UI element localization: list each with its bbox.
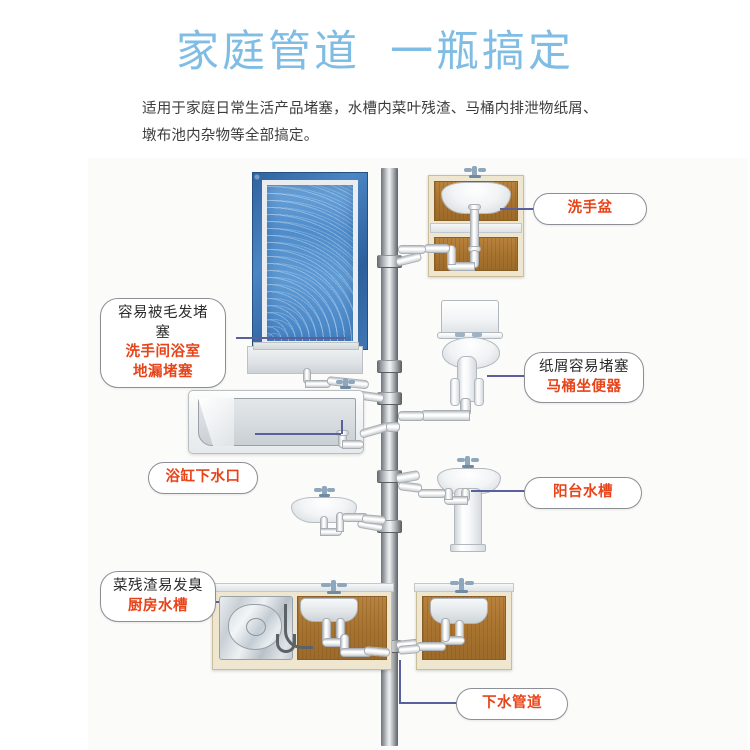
leader-line-bathtub-drop	[341, 420, 343, 434]
leader-line-floor-drain	[236, 337, 346, 339]
faucet-icon	[313, 486, 335, 497]
faucet-icon	[456, 456, 480, 468]
callout-floor-drain-line-3: 地漏堵塞	[133, 363, 193, 380]
subtitle-line-2: 墩布池内杂物等全部搞定。	[142, 127, 319, 144]
stack-collar	[377, 360, 402, 373]
callout-toilet[interactable]: 纸屑容易堵塞 马桶坐便器	[524, 352, 644, 404]
callout-washbasin-line-1: 洗手盆	[567, 200, 613, 216]
callout-kitchen-sink-line-2: 厨房水槽	[128, 597, 188, 614]
leader-line-toilet	[487, 375, 525, 377]
subtitle-line-1: 适用于家庭日常生活产品堵塞，水槽内菜叶残渣、马桶内排泄物纸屑、	[142, 101, 598, 117]
callout-floor-drain-line-1: 容易被毛发堵塞	[118, 305, 208, 341]
page-subtitle: 适用于家庭日常生活产品堵塞，水槽内菜叶残渣、马桶内排泄物纸屑、 墩布池内杂物等全…	[142, 96, 622, 150]
callout-kitchen-sink[interactable]: 菜残渣易发臭 厨房水槽	[100, 571, 216, 623]
drain-hose-loop	[276, 634, 296, 653]
leader-line-washbasin	[500, 208, 534, 210]
callout-toilet-line-1: 纸屑容易堵塞	[539, 359, 629, 375]
drain-hose	[284, 604, 313, 649]
faucet-icon	[320, 580, 348, 594]
toilet-hinge-icon	[455, 332, 465, 337]
callout-kitchen-sink-line-1: 菜残渣易发臭	[113, 578, 203, 594]
leader-line-bathtub	[255, 433, 341, 435]
leader-line-balcony-sink	[471, 490, 525, 492]
callout-toilet-line-2: 马桶坐便器	[546, 378, 622, 395]
toilet-hinge-icon	[472, 332, 482, 337]
faucet-icon	[334, 378, 356, 390]
leader-line-drain-pipe-vert	[399, 660, 401, 704]
callout-bathtub-drain-line-1: 浴缸下水口	[165, 469, 241, 485]
sink-drain-icon	[246, 618, 266, 636]
callout-balcony-sink-line-1: 阳台水槽	[553, 484, 613, 500]
leader-line-drain-pipe	[400, 702, 458, 704]
callout-drain-pipe-line-1: 下水管道	[482, 695, 542, 711]
faucet-icon	[462, 166, 488, 178]
callout-bathtub-drain[interactable]: 浴缸下水口	[148, 462, 258, 494]
faucet-icon	[449, 578, 475, 593]
callout-drain-pipe[interactable]: 下水管道	[456, 688, 568, 720]
page-title: 家庭管道 一瓶搞定	[176, 28, 574, 76]
callout-washbasin[interactable]: 洗手盆	[533, 193, 647, 225]
callout-balcony-sink[interactable]: 阳台水槽	[524, 477, 642, 509]
callout-floor-drain-line-2: 洗手间浴室	[125, 344, 201, 361]
callout-floor-drain[interactable]: 容易被毛发堵塞 洗手间浴室 地漏堵塞	[100, 298, 226, 389]
